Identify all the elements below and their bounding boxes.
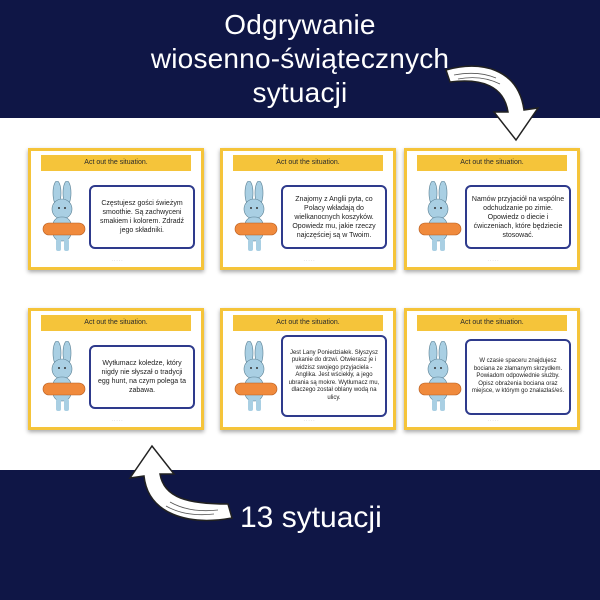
situation-text: Wytłumacz koledze, który nigdy nie słysz… (89, 345, 195, 409)
card-header: Act out the situation. (41, 155, 191, 171)
headline-line-2: wiosenno-świątecznych (150, 43, 450, 74)
situation-card: Act out the situation. Częstujesz gości … (28, 148, 204, 270)
card-header: Act out the situation. (233, 315, 383, 331)
footer-mark: · · · · · (303, 258, 315, 263)
headline-line-1: Odgrywanie (224, 9, 376, 40)
headline-line-3: sytuacji (252, 77, 348, 108)
bunny-illustration (229, 340, 283, 415)
card-header: Act out the situation. (41, 315, 191, 331)
situation-card: Act out the situation. Namów przyjaciół … (404, 148, 580, 270)
bunny-illustration (413, 340, 467, 415)
bunny-illustration (37, 340, 91, 415)
footer-mark: · · · · · (111, 258, 123, 263)
situation-text: Znajomy z Anglii pyta, co Polacy wkładaj… (281, 185, 387, 249)
footer-mark: · · · · · (111, 418, 123, 423)
card-header: Act out the situation. (417, 315, 567, 331)
situation-card: Act out the situation. Znajomy z Anglii … (220, 148, 396, 270)
footer-mark: · · · · · (303, 418, 315, 423)
footer-mark: · · · · · (487, 418, 499, 423)
situation-text: Jest Lany Poniedziałek. Słyszysz pukanie… (281, 335, 387, 417)
curved-arrow-right-icon (440, 58, 550, 148)
bunny-illustration (37, 180, 91, 255)
situation-text: Namów przyjaciół na wspólne odchudzanie … (465, 185, 571, 249)
bunny-illustration (413, 180, 467, 255)
situation-card: Act out the situation. Wytłumacz koledze… (28, 308, 204, 430)
footer-mark: · · · · · (487, 258, 499, 263)
headline: Odgrywanie wiosenno-świątecznych sytuacj… (60, 8, 540, 110)
top-banner (0, 0, 600, 118)
bottom-banner (0, 470, 600, 600)
situation-count: 13 sytuacji (240, 501, 382, 534)
card-header: Act out the situation. (233, 155, 383, 171)
bunny-illustration (229, 180, 283, 255)
card-header: Act out the situation. (417, 155, 567, 171)
situation-card: Act out the situation. W czasie spaceru … (404, 308, 580, 430)
situation-card: Act out the situation. Jest Lany Poniedz… (220, 308, 396, 430)
curved-arrow-left-icon (118, 440, 238, 530)
situation-text: Częstujesz gości świeżym smoothie. Są za… (89, 185, 195, 249)
situation-text: W czasie spaceru znajdujesz bociana ze z… (465, 339, 571, 415)
